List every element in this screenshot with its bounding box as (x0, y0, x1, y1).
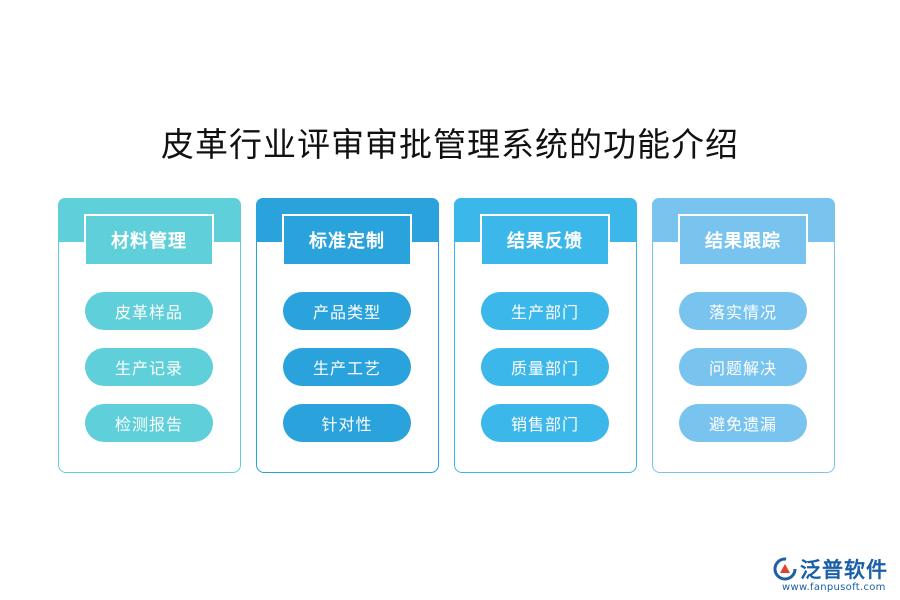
column-item: 质量部门 (481, 348, 609, 386)
column-heading: 标准定制 (282, 214, 412, 266)
column-item: 销售部门 (481, 404, 609, 442)
column-item: 生产记录 (85, 348, 213, 386)
column-item: 皮革样品 (85, 292, 213, 330)
column-item: 生产工艺 (283, 348, 411, 386)
brand-logo: 泛普软件 www.fanpusoft.com (772, 552, 892, 596)
column-item: 避免遗漏 (679, 404, 807, 442)
page-title: 皮革行业评审审批管理系统的功能介绍 (161, 125, 739, 164)
column-materials: 材料管理 皮革样品 生产记录 检测报告 (58, 198, 241, 473)
column-heading: 材料管理 (84, 214, 214, 266)
column-tracking: 结果跟踪 落实情况 问题解决 避免遗漏 (652, 198, 835, 473)
fanpu-logo-icon (773, 557, 797, 581)
column-item: 检测报告 (85, 404, 213, 442)
column-heading: 结果跟踪 (678, 214, 808, 266)
column-item: 问题解决 (679, 348, 807, 386)
column-standards: 标准定制 产品类型 生产工艺 针对性 (256, 198, 439, 473)
column-item: 产品类型 (283, 292, 411, 330)
column-item: 生产部门 (481, 292, 609, 330)
logo-brand-text: 泛普软件 (800, 558, 888, 582)
column-item: 针对性 (283, 404, 411, 442)
column-item: 落实情况 (679, 292, 807, 330)
column-feedback: 结果反馈 生产部门 质量部门 销售部门 (454, 198, 637, 473)
logo-url-text: www.fanpusoft.com (782, 582, 886, 593)
column-heading: 结果反馈 (480, 214, 610, 266)
